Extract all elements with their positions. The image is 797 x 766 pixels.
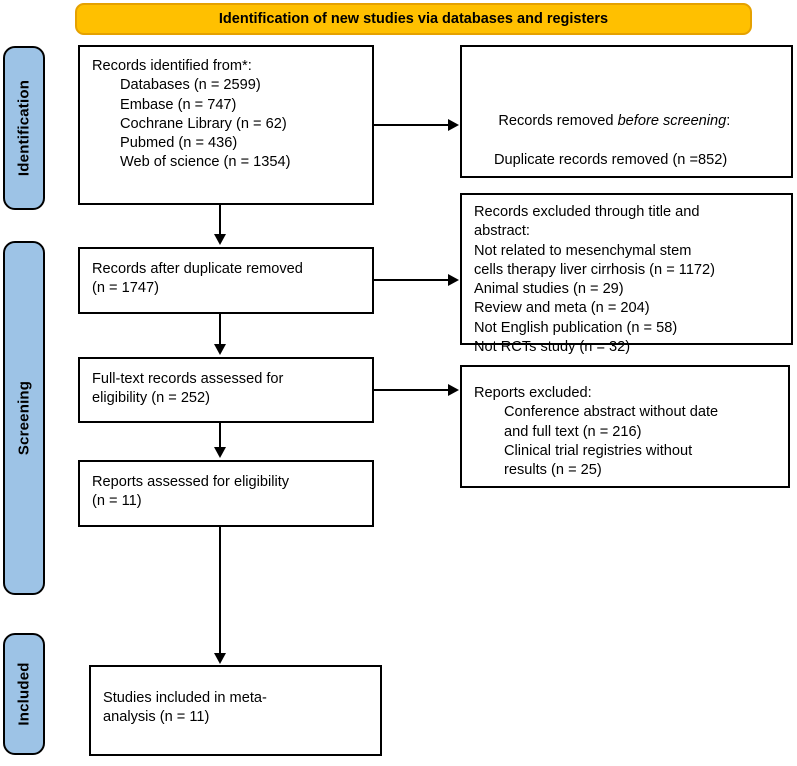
connector-after-duplicate-to-fulltext <box>219 314 221 345</box>
node-records-excluded-line-5: Review and meta (n = 204) <box>474 300 650 317</box>
node-reports-assessed: Reports assessed for eligibility (n = 11… <box>78 460 374 527</box>
connector-fulltext-to-reports-excluded <box>374 389 450 391</box>
arrowhead-after-duplicate-to-fulltext <box>214 344 226 355</box>
node-studies-included-line-1: analysis (n = 11) <box>103 709 210 726</box>
node-studies-included: Studies included in meta- analysis (n = … <box>89 665 382 756</box>
node-records-removed-lead-pre: Records removed <box>498 113 618 130</box>
arrowhead-fulltext-to-reports-excluded <box>448 384 459 396</box>
arrowhead-fulltext-to-reports-assessed <box>214 447 226 458</box>
node-fulltext-assessed-line-1: eligibility (n = 252) <box>92 390 211 407</box>
node-fulltext-assessed: Full-text records assessed for eligibili… <box>78 357 374 423</box>
connector-identified-to-removed <box>374 124 450 126</box>
connector-after-duplicate-to-excluded <box>374 279 450 281</box>
stage-pill-identification: Identification <box>3 46 45 210</box>
banner-title: Identification of new studies via databa… <box>218 11 609 27</box>
stage-label-screening: Screening <box>15 380 33 456</box>
node-records-excluded-title-abstract: Records excluded through title and abstr… <box>460 193 793 355</box>
node-records-excluded-line-0: Records excluded through title and <box>474 204 700 220</box>
node-records-after-duplicate: Records after duplicate removed (n = 174… <box>78 247 374 314</box>
node-records-excluded-line-4: Animal studies (n = 29) <box>474 281 624 297</box>
node-records-removed-lead-post: : <box>726 113 731 130</box>
node-records-excluded-line-1: abstract: <box>474 223 530 240</box>
node-fulltext-assessed-line-0: Full-text records assessed for <box>92 371 284 387</box>
node-reports-assessed-line-1: (n = 11) <box>92 493 142 510</box>
node-reports-excluded-item-1: and full text (n = 216) <box>504 423 642 440</box>
node-records-after-duplicate-line-1: (n = 1747) <box>92 280 159 297</box>
node-records-identified: Records identified from*: Databases (n =… <box>78 45 374 205</box>
node-reports-excluded-item-2: Clinical trial registries without <box>504 442 693 459</box>
stage-label-identification: Identification <box>15 79 33 177</box>
node-records-removed: Records removed before screening: Duplic… <box>460 45 793 178</box>
arrowhead-identified-to-after-duplicate <box>214 234 226 245</box>
node-records-identified-item-3: Pubmed (n = 436) <box>120 135 238 151</box>
node-records-identified-item-1: Embase (n = 747) <box>120 96 237 113</box>
stage-label-included: Included <box>15 662 33 726</box>
connector-reports-assessed-to-studies-included <box>219 527 221 654</box>
stage-pill-included: Included <box>3 633 45 755</box>
node-reports-assessed-line-0: Reports assessed for eligibility <box>92 474 290 490</box>
diagram-banner: Identification of new studies via databa… <box>75 3 752 35</box>
connector-identified-to-after-duplicate <box>219 205 221 236</box>
node-reports-excluded-item-3: results (n = 25) <box>504 462 602 478</box>
node-records-excluded-line-6: Not English publication (n = 58) <box>474 319 678 336</box>
node-records-removed-item-0: Duplicate records removed (n =852) <box>494 151 728 168</box>
node-records-identified-item-0: Databases (n = 2599) <box>120 77 261 94</box>
node-reports-excluded-lead: Reports excluded: <box>474 385 592 401</box>
node-records-excluded-line-3: cells therapy liver cirrhosis (n = 1172) <box>474 261 716 278</box>
node-records-identified-lead: Records identified from*: <box>92 58 252 74</box>
node-records-identified-item-4: Web of science (n = 1354) <box>120 154 291 171</box>
arrowhead-reports-assessed-to-studies-included <box>214 653 226 664</box>
node-records-excluded-line-7: Not RCTs study (n = 32) <box>474 338 631 355</box>
node-reports-excluded-item-0: Conference abstract without date <box>504 404 719 421</box>
node-records-after-duplicate-line-0: Records after duplicate removed <box>92 261 303 277</box>
stage-pill-screening: Screening <box>3 241 45 595</box>
arrowhead-after-duplicate-to-excluded <box>448 274 459 286</box>
node-records-removed-lead: Records removed before screening: <box>474 93 779 151</box>
node-records-identified-item-2: Cochrane Library (n = 62) <box>120 115 287 132</box>
arrowhead-identified-to-removed <box>448 119 459 131</box>
node-records-excluded-line-2: Not related to mesenchymal stem <box>474 242 692 259</box>
node-studies-included-line-0: Studies included in meta- <box>103 690 267 706</box>
connector-fulltext-to-reports-assessed <box>219 423 221 448</box>
node-reports-excluded: Reports excluded: Conference abstract wi… <box>460 365 790 488</box>
node-records-removed-lead-emphasis: before screening <box>617 113 727 130</box>
